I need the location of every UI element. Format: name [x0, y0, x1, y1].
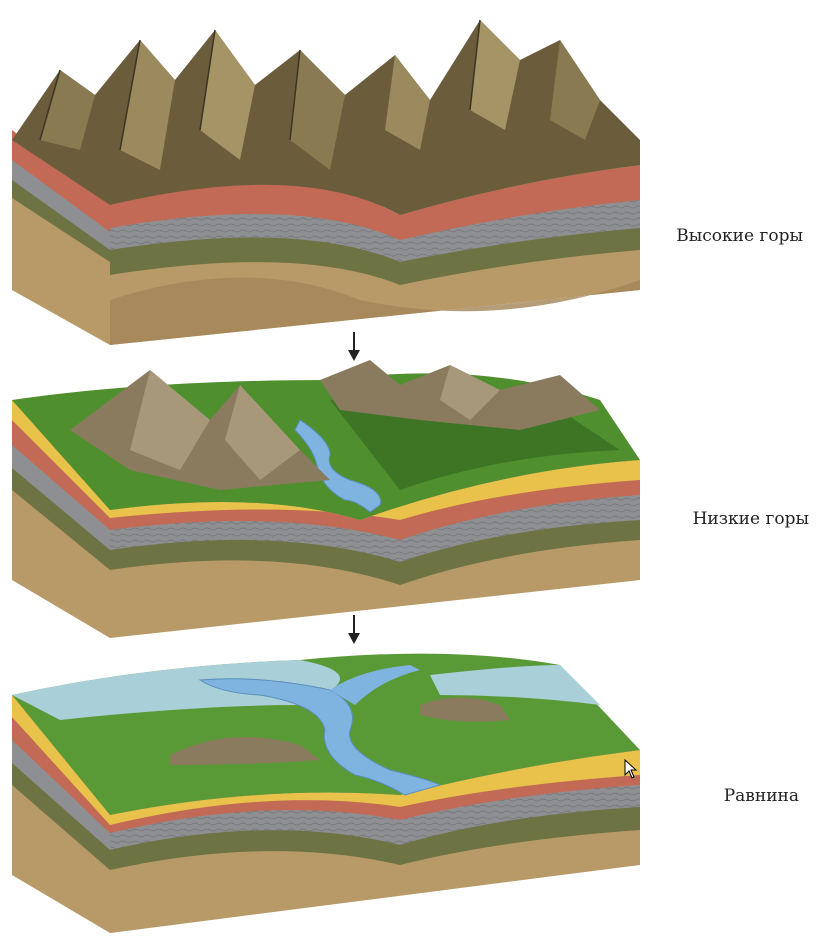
stage-label-low-mountains: Низкие горы: [693, 509, 809, 529]
mouse-pointer-icon: [624, 759, 638, 779]
low-mountains-block: [0, 340, 660, 640]
stage-label-high-mountains: Высокие горы: [676, 226, 803, 246]
high-mountains-block: [0, 0, 660, 350]
stage-label-plain: Равнина: [724, 786, 799, 806]
plain-block: [0, 635, 660, 935]
